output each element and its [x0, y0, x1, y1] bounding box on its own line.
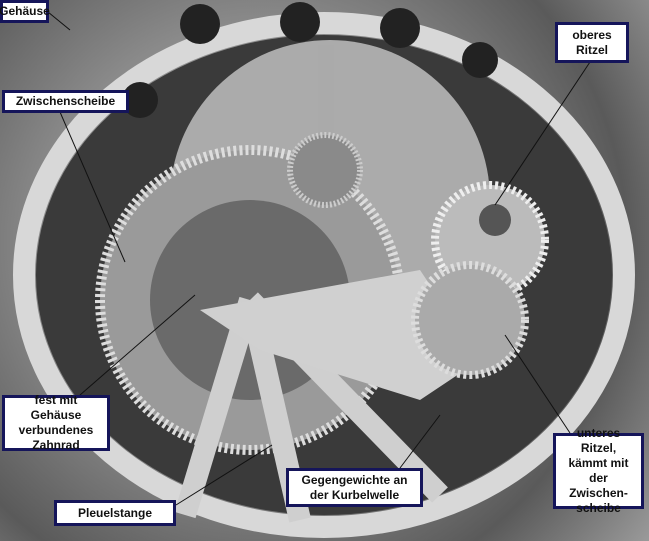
leader-lines: [47, 11, 591, 506]
label-zwischenscheibe: Zwischenscheibe: [2, 90, 129, 113]
counterweight: [200, 270, 480, 400]
lower-pinion: [411, 261, 529, 379]
label-unteres-ritzel: unteres Ritzel, kämmt mit der Zwischen-s…: [553, 426, 644, 515]
central-shaft: [318, 45, 334, 155]
upper-pinion-nut: [479, 204, 511, 236]
label-gehaeuse: Gehäuse: [0, 0, 50, 23]
label-oberes-ritzel: oberes Ritzel: [555, 22, 629, 63]
label-gegengewichte: Gegengewichte an der Kurbelwelle: [286, 468, 423, 507]
label-pleuelstange: Pleuelstange: [54, 500, 176, 526]
shaft-gear: [287, 132, 363, 208]
housing-holes: [122, 2, 498, 118]
label-fest-zahnrad: fest mit Gehäuse verbundenes Zahnrad: [2, 393, 110, 452]
housing-ring: [13, 12, 635, 538]
